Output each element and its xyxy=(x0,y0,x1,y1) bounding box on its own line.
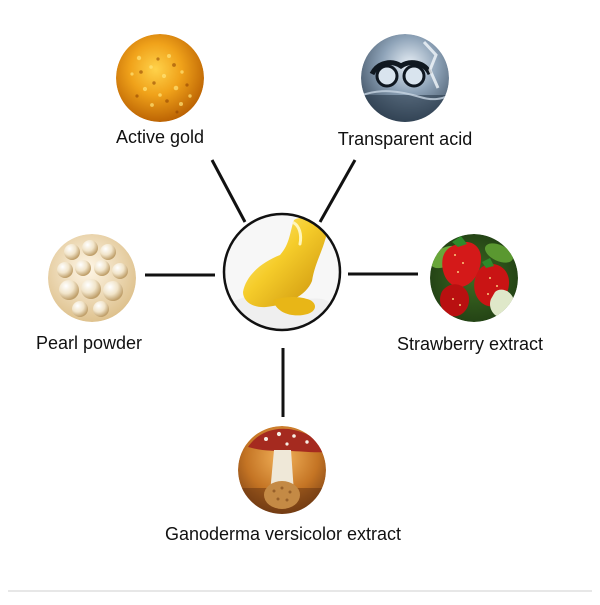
pearls-image xyxy=(48,234,136,322)
connector-lines xyxy=(145,159,418,417)
label-strawberry-extract: Strawberry extract xyxy=(397,334,543,354)
connector-gold xyxy=(210,159,247,223)
label-active-gold: Active gold xyxy=(116,127,204,147)
connector-acid xyxy=(318,159,357,223)
label-pearl-powder: Pearl powder xyxy=(36,333,142,353)
gold-product-swatch xyxy=(222,212,342,332)
bottom-divider xyxy=(8,590,592,592)
label-ganoderma-extract: Ganoderma versicolor extract xyxy=(165,524,401,544)
lab-glassware-image xyxy=(361,34,449,122)
gold-granules-image xyxy=(116,34,204,122)
label-transparent-acid: Transparent acid xyxy=(338,129,472,149)
strawberries-image xyxy=(430,234,518,322)
mushroom-image xyxy=(238,426,326,514)
